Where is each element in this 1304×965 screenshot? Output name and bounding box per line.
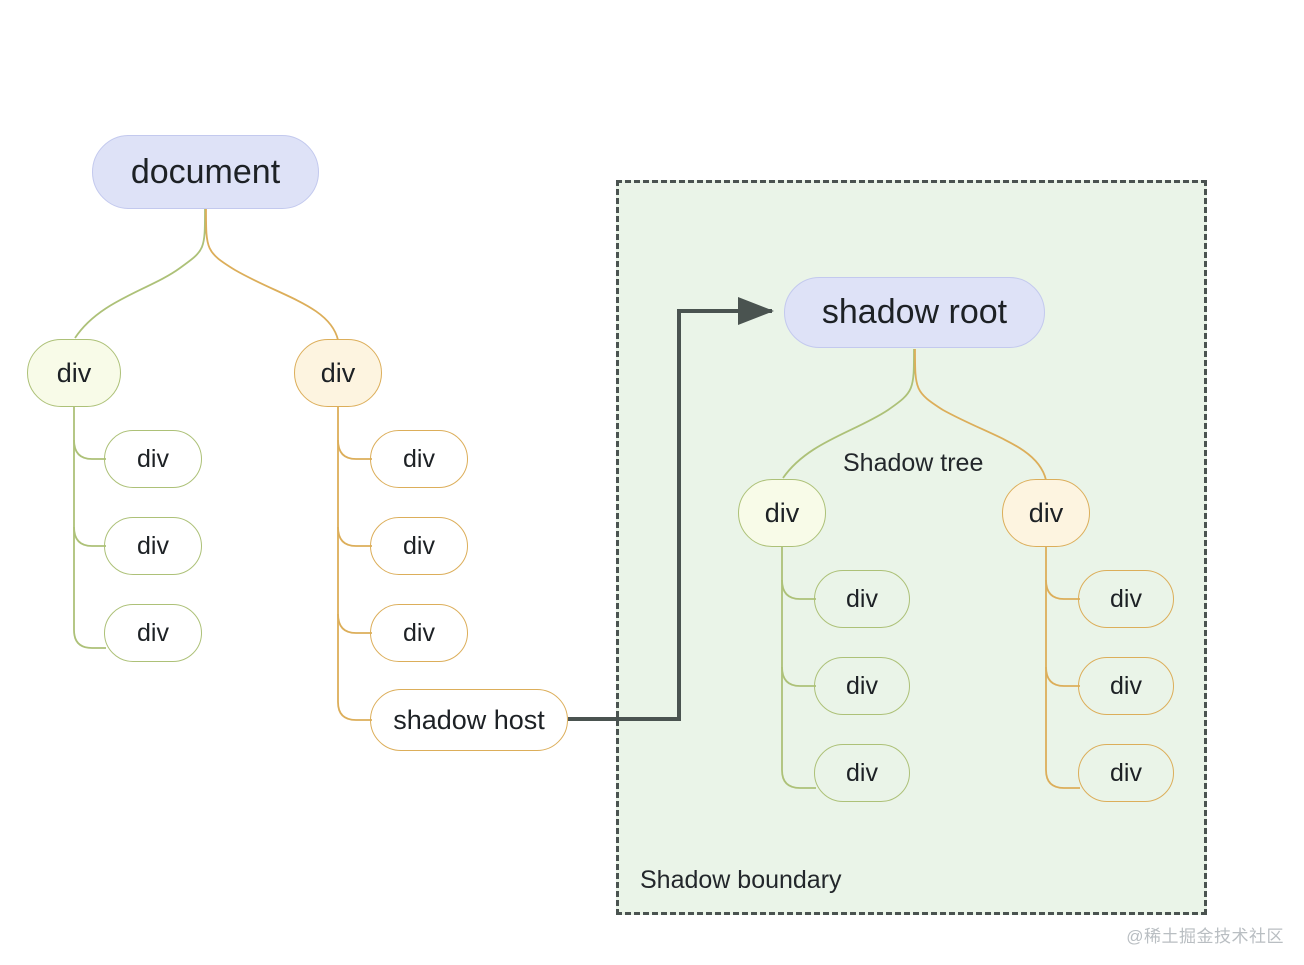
node-doc-right-child-3[interactable]: div <box>370 604 468 662</box>
node-shadow-left-branch-div[interactable]: div <box>738 479 826 547</box>
shadow-tree-label: Shadow tree <box>843 449 984 477</box>
node-shadow-right-branch-div[interactable]: div <box>1002 479 1090 547</box>
node-shadow-right-child-3[interactable]: div <box>1078 744 1174 802</box>
node-shadow-left-child-2[interactable]: div <box>814 657 910 715</box>
node-shadow-host[interactable]: shadow host <box>370 689 568 751</box>
node-doc-left-child-2[interactable]: div <box>104 517 202 575</box>
node-shadow-right-child-1[interactable]: div <box>1078 570 1174 628</box>
node-doc-left-branch-div[interactable]: div <box>27 339 121 407</box>
node-doc-right-branch-div[interactable]: div <box>294 339 382 407</box>
node-document[interactable]: document <box>92 135 319 209</box>
node-shadow-left-child-1[interactable]: div <box>814 570 910 628</box>
watermark: @稀土掘金技术社区 <box>1126 927 1284 946</box>
node-doc-left-child-1[interactable]: div <box>104 430 202 488</box>
shadow-boundary-label: Shadow boundary <box>640 866 842 894</box>
node-doc-right-child-2[interactable]: div <box>370 517 468 575</box>
node-doc-left-child-3[interactable]: div <box>104 604 202 662</box>
node-shadow-left-child-3[interactable]: div <box>814 744 910 802</box>
node-doc-right-child-1[interactable]: div <box>370 430 468 488</box>
node-shadow-right-child-2[interactable]: div <box>1078 657 1174 715</box>
node-shadow-root[interactable]: shadow root <box>784 277 1045 348</box>
